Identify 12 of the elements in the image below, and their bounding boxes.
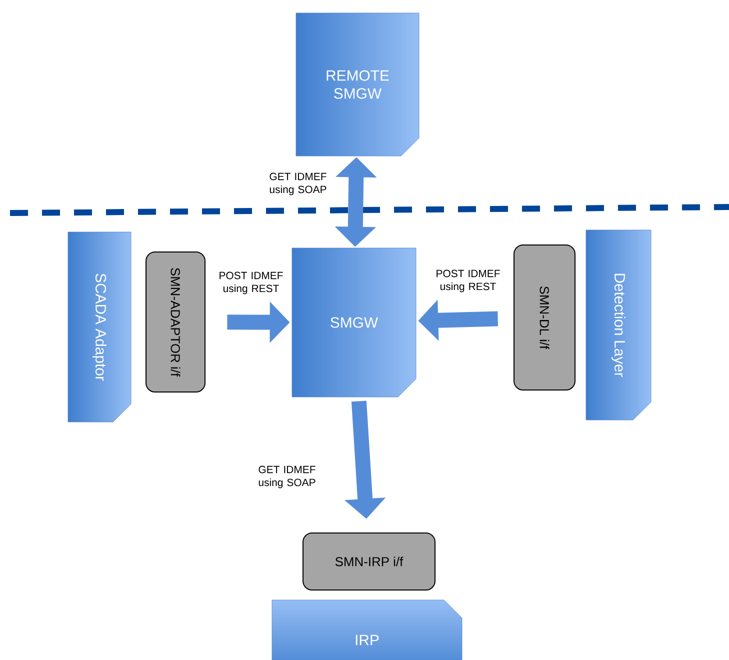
interface-box: SMN-IRP i/f [302, 532, 436, 590]
process-box: Detection Layer [586, 230, 652, 420]
interface-box: SMN-DL i/f [514, 244, 576, 390]
interface-box: SMN-ADAPTOR i/f [146, 252, 206, 392]
edge-label: GET IDMEF using SOAP [270, 172, 326, 196]
edge-label: GET IDMEF using SOAP [258, 466, 316, 488]
process-box: IRP [272, 600, 462, 660]
process-box: SMGW [292, 248, 416, 398]
process-box: SCADA Adaptor [68, 232, 132, 422]
edge-label: POST IDMEF using REST [436, 270, 500, 292]
process-box: REMOTE SMGW [296, 12, 420, 156]
edge-label: POST IDMEF using REST [220, 272, 283, 294]
